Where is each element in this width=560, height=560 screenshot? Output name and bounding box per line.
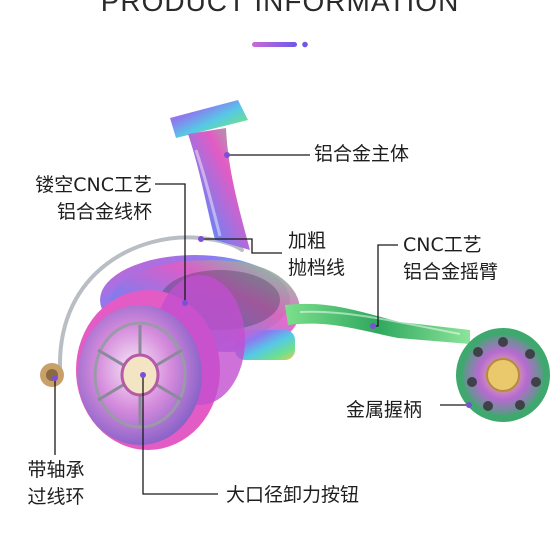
label-cup-line2: 铝合金线杯: [56, 201, 152, 223]
label-roller-line1: 带轴承: [27, 459, 85, 481]
label-cup-line1: 镂空CNC工艺: [35, 174, 152, 196]
label-cnc-crank-arm: CNC工艺 铝合金摇臂: [403, 232, 498, 286]
callout-drag: [142, 375, 218, 495]
page-heading: PRODUCT INFORMATION: [100, 0, 460, 17]
label-arm-line2: 铝合金摇臂: [403, 261, 499, 283]
reel-stem: [170, 100, 250, 250]
label-aluminum-body: 铝合金主体: [314, 141, 409, 168]
callout-arm: [373, 244, 398, 327]
callout-cup: [155, 183, 186, 303]
handle-knob: [456, 328, 550, 422]
label-hollow-cnc-cup: 镂空CNC工艺 铝合金线杯: [6, 172, 152, 226]
label-roller-line2: 过线环: [27, 486, 85, 508]
label-handle-knob-text: 金属握柄: [346, 399, 423, 421]
label-aluminum-body-text: 铝合金主体: [314, 143, 410, 165]
label-metal-handle-knob: 金属握柄: [346, 397, 422, 424]
label-thickened-bail: 加粗 抛档线: [288, 228, 345, 282]
label-large-drag-knob: 大口径卸力按钮: [226, 482, 359, 509]
heading-accent: [252, 41, 308, 48]
label-bail-line2: 抛档线: [288, 257, 346, 279]
line-roller: [40, 363, 64, 387]
label-bearing-line-roller: 带轴承 过线环: [8, 457, 104, 511]
callout-dots: [52, 152, 472, 408]
label-bail-line1: 加粗: [288, 230, 327, 252]
label-drag-knob-text: 大口径卸力按钮: [226, 484, 360, 506]
label-arm-line1: CNC工艺: [403, 234, 482, 256]
callout-bail: [201, 238, 282, 254]
